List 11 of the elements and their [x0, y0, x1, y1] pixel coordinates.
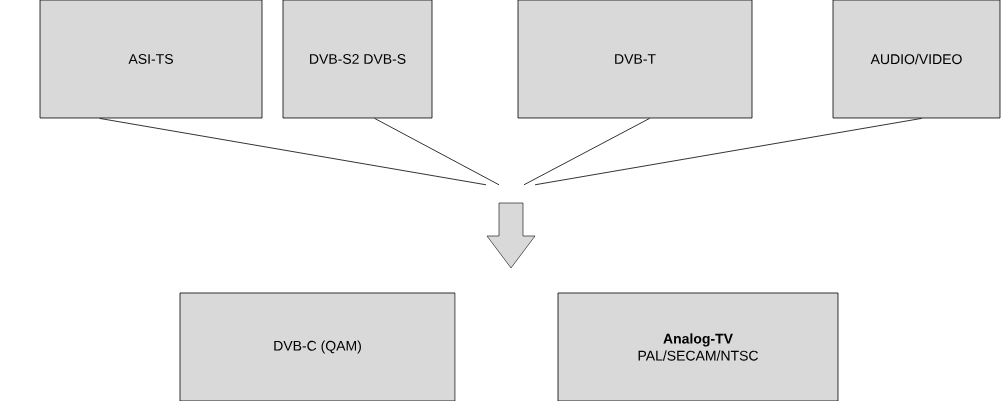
process-box: Analog-TV PAL/SECAM/NTSC — [557, 292, 839, 401]
block-arrow — [486, 202, 536, 269]
process-box: ASI-TS — [39, 0, 263, 119]
process-box: DVB-C (QAM) — [179, 292, 456, 401]
connector-line — [534, 118, 922, 186]
connector-line — [374, 118, 500, 186]
process-box: DVB-T — [517, 0, 753, 119]
process-box: DVB-S2 DVB-S — [282, 0, 433, 119]
connector-line — [523, 118, 650, 186]
process-box: AUDIO/VIDEO — [832, 0, 1001, 119]
connector-line — [99, 118, 487, 186]
